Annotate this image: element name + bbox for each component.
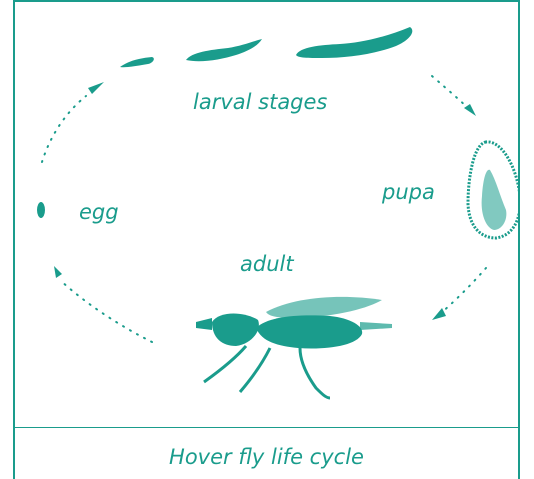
pupa-label: pupa [382,180,435,204]
cycle-path-pupa-to-adult [440,268,486,314]
egg-illustration [37,202,45,218]
adult-label: adult [240,252,294,276]
arrow-to-pupa-icon [464,104,476,116]
larval-stages-label: larval stages [193,90,327,114]
adult-fly-illustration [196,297,392,398]
cycle-path-egg-to-larva [42,96,86,162]
figure-caption: Hover fly life cycle [13,445,520,469]
larva-small-illustration [120,57,154,67]
arrow-to-egg-icon [54,266,62,278]
cycle-path-adult-to-egg [60,280,152,342]
caption-divider [13,427,520,428]
arrow-to-adult-icon [432,308,446,320]
larva-medium-illustration [186,39,262,61]
cycle-path-larva-to-pupa [432,76,472,112]
egg-label: egg [79,200,119,224]
larva-large-illustration [296,27,412,58]
arrow-to-larva-icon [88,82,104,94]
